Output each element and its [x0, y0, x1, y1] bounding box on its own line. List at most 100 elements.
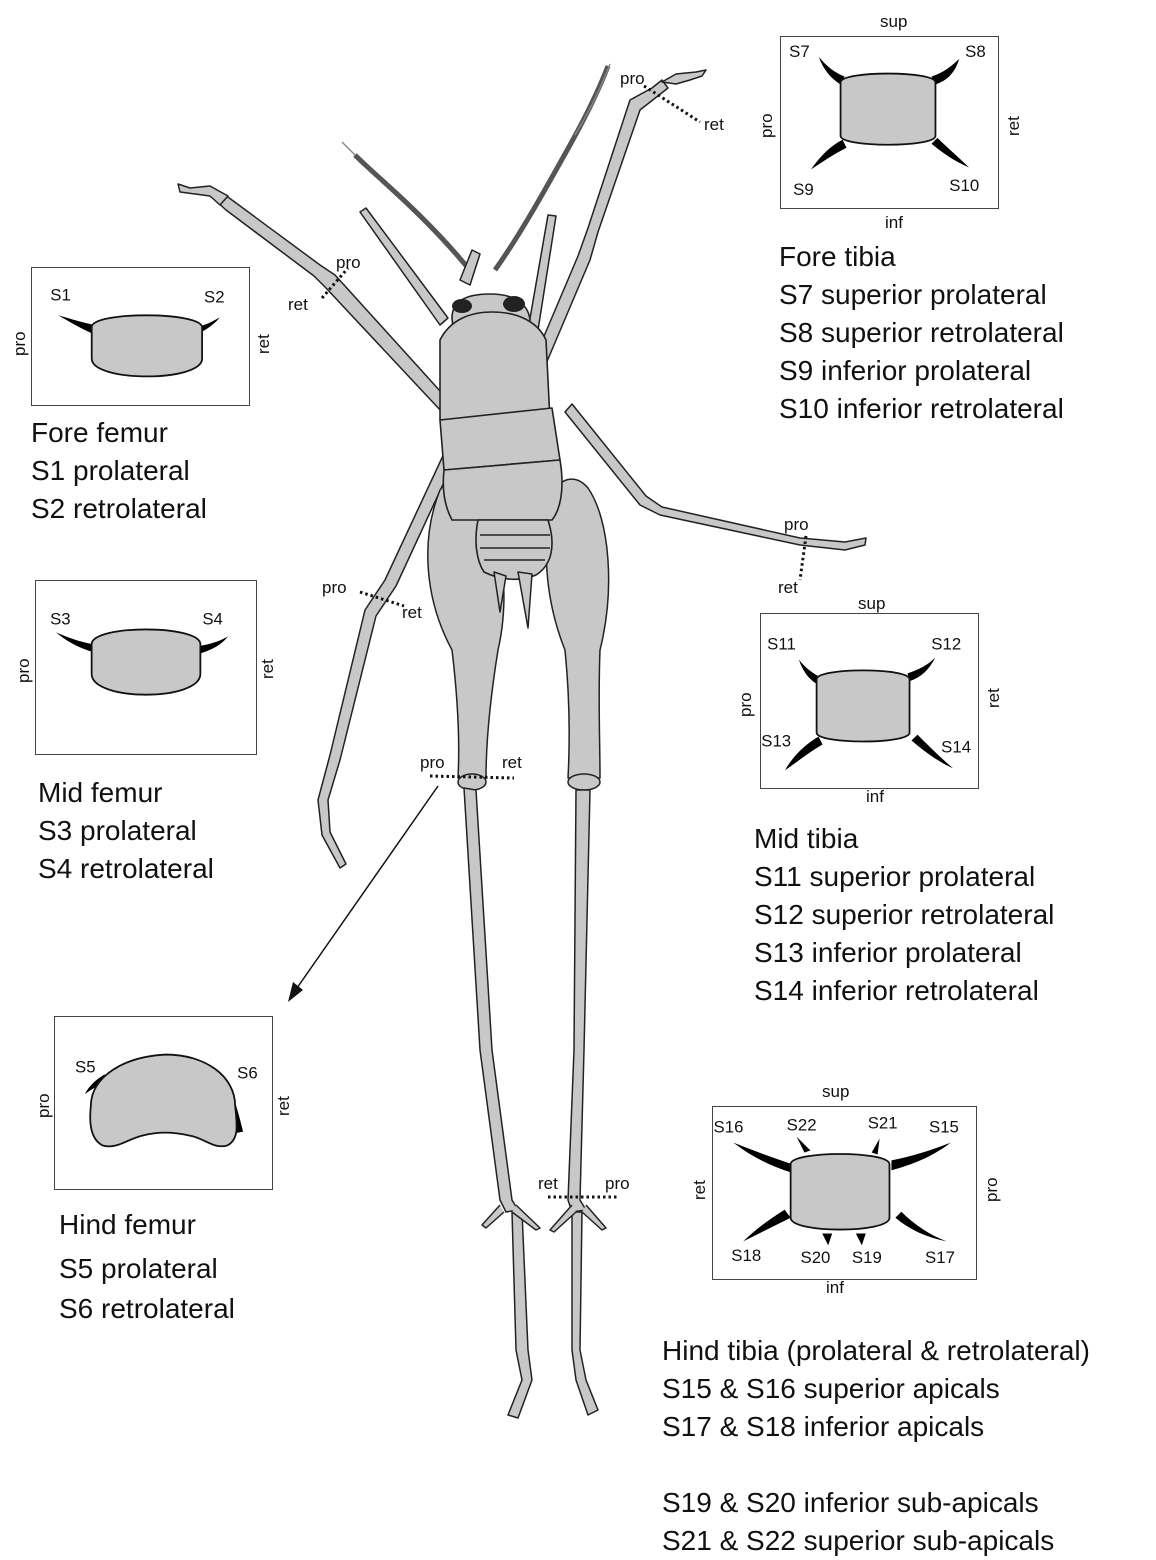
- hind-tibia-label-ret: ret: [690, 1180, 710, 1200]
- cercus-right: [518, 572, 532, 628]
- label-s4: S4: [202, 609, 223, 628]
- label-s1: S1: [50, 286, 70, 305]
- abdomen: [476, 520, 552, 579]
- label-s5: S5: [75, 1057, 96, 1076]
- caption-hind-femur: Hind femur S5 prolateral S6 retrolateral: [59, 1204, 235, 1328]
- mid-femur-label-ret: ret: [258, 659, 278, 679]
- caption-title: Hind tibia (prolateral & retrolateral): [662, 1332, 1090, 1370]
- hind-tibia-right: [568, 790, 590, 1212]
- fore-tibia-label-ret: ret: [1004, 116, 1024, 136]
- mesonotum: [440, 408, 560, 470]
- label-s19: S19: [852, 1248, 882, 1267]
- hind-tibia-section-panel: S16 S22 S21 S15 S18 S20 S19 S17: [712, 1106, 977, 1280]
- spur-s22: [797, 1137, 811, 1153]
- spur-s12: [908, 658, 936, 682]
- label-s6: S6: [237, 1063, 258, 1082]
- label-hind-tibia-pro: pro: [605, 1174, 630, 1193]
- mid-femur-cross-section: [92, 629, 201, 694]
- fore-femur-label-ret: ret: [254, 334, 274, 354]
- caption-title: Fore tibia: [779, 238, 1064, 276]
- caption-mid-femur: Mid femur S3 prolateral S4 retrolateral: [38, 774, 214, 888]
- caption-line: S21 & S22 superior sub-apicals: [662, 1522, 1090, 1560]
- label-mid-right-ret: ret: [778, 578, 798, 597]
- fore-tibia-label-inf: inf: [885, 213, 903, 233]
- hind-femur-cross-section: [90, 1055, 236, 1147]
- hind-tibia-label-inf: inf: [826, 1278, 844, 1298]
- mid-femur-section-panel: S3 S4: [35, 580, 257, 755]
- pronotum: [440, 312, 550, 420]
- fore-femur-cross-section: [92, 315, 202, 376]
- mid-tibia-cross-section: [817, 670, 910, 741]
- fore-tibia-cross-section: [841, 74, 936, 145]
- spur-s3: [56, 632, 94, 652]
- label-s8: S8: [965, 42, 986, 61]
- label-fore-left-pro: pro: [336, 253, 361, 272]
- fore-tibia-section-panel: S7 S8 S9 S10: [780, 36, 999, 209]
- label-hind-femur-ret: ret: [502, 753, 522, 772]
- label-fore-right-ret: ret: [704, 115, 724, 134]
- caption-mid-tibia: Mid tibia S11 superior prolateral S12 su…: [754, 820, 1054, 1010]
- caption-line: S17 & S18 inferior apicals: [662, 1408, 1090, 1446]
- caption-line: S10 inferior retrolateral: [779, 390, 1064, 428]
- hind-tarsus-right: [572, 1212, 598, 1415]
- fore-leg-left-tarsus: [178, 184, 228, 205]
- metanotum: [443, 460, 562, 520]
- caption-line: S8 superior retrolateral: [779, 314, 1064, 352]
- label-mid-left-pro: pro: [322, 578, 347, 597]
- spur-s4: [198, 636, 228, 654]
- label-hind-femur-pro: pro: [420, 753, 445, 772]
- label-s9: S9: [793, 180, 814, 199]
- caption-title: Fore femur: [31, 414, 207, 452]
- left-antenna: [355, 155, 468, 268]
- caption-hind-tibia: Hind tibia (prolateral & retrolateral) S…: [662, 1332, 1090, 1560]
- left-antenna-tip: [342, 142, 355, 155]
- hind-femur-label-ret: ret: [274, 1096, 294, 1116]
- spur-s16: [733, 1143, 792, 1173]
- fore-leg-left: [215, 193, 450, 412]
- label-s15: S15: [929, 1118, 959, 1137]
- label-s18: S18: [731, 1246, 761, 1265]
- caption-title: Mid femur: [38, 774, 214, 812]
- left-palp: [360, 208, 448, 325]
- caption-line: S13 inferior prolateral: [754, 934, 1054, 972]
- label-fore-right-pro: pro: [620, 69, 645, 88]
- label-s7: S7: [789, 42, 810, 61]
- hind-femur-right: [546, 479, 608, 778]
- hind-tibia-cross-section: [791, 1154, 890, 1230]
- fore-femur-label-pro: pro: [10, 331, 30, 356]
- hind-tibia-label-pro: pro: [982, 1177, 1002, 1202]
- caption-line: S12 superior retrolateral: [754, 896, 1054, 934]
- hind-femur-label-pro: pro: [34, 1093, 54, 1118]
- arrow-head: [288, 982, 303, 1002]
- spur-s15: [891, 1143, 950, 1171]
- caption-line: S5 prolateral: [59, 1248, 235, 1288]
- caption-line: S2 retrolateral: [31, 490, 207, 528]
- caption-line: S7 superior prolateral: [779, 276, 1064, 314]
- caption-line: S19 & S20 inferior sub-apicals: [662, 1484, 1090, 1522]
- spur-s17: [895, 1212, 946, 1242]
- caption-gap: [662, 1446, 1090, 1484]
- fore-tibia-label-pro: pro: [757, 113, 777, 138]
- fore-leg-right-tarsus: [662, 70, 706, 84]
- fore-femur-section-panel: S1 S2: [31, 267, 250, 406]
- spur-s19: [856, 1234, 866, 1246]
- caption-line: S15 & S16 superior apicals: [662, 1370, 1090, 1408]
- caption-title: Mid tibia: [754, 820, 1054, 858]
- label-s14: S14: [941, 737, 971, 756]
- hind-tibia-label-sup: sup: [822, 1082, 849, 1102]
- caption-line: S1 prolateral: [31, 452, 207, 490]
- right-palp: [528, 215, 556, 330]
- caption-line: S14 inferior retrolateral: [754, 972, 1054, 1010]
- hind-tibia-left: [464, 788, 518, 1212]
- label-s22: S22: [787, 1116, 817, 1135]
- caption-line: S4 retrolateral: [38, 850, 214, 888]
- label-s2: S2: [204, 287, 225, 306]
- mid-tibia-label-ret: ret: [984, 688, 1004, 708]
- hind-femur-section-panel: S5 S6: [54, 1016, 273, 1190]
- label-mid-left-ret: ret: [402, 603, 422, 622]
- label-s11: S11: [767, 635, 796, 654]
- spur-s18: [743, 1210, 790, 1242]
- caption-title: Hind femur: [59, 1204, 235, 1248]
- spur-s20: [822, 1234, 832, 1246]
- label-mid-right-pro: pro: [784, 515, 809, 534]
